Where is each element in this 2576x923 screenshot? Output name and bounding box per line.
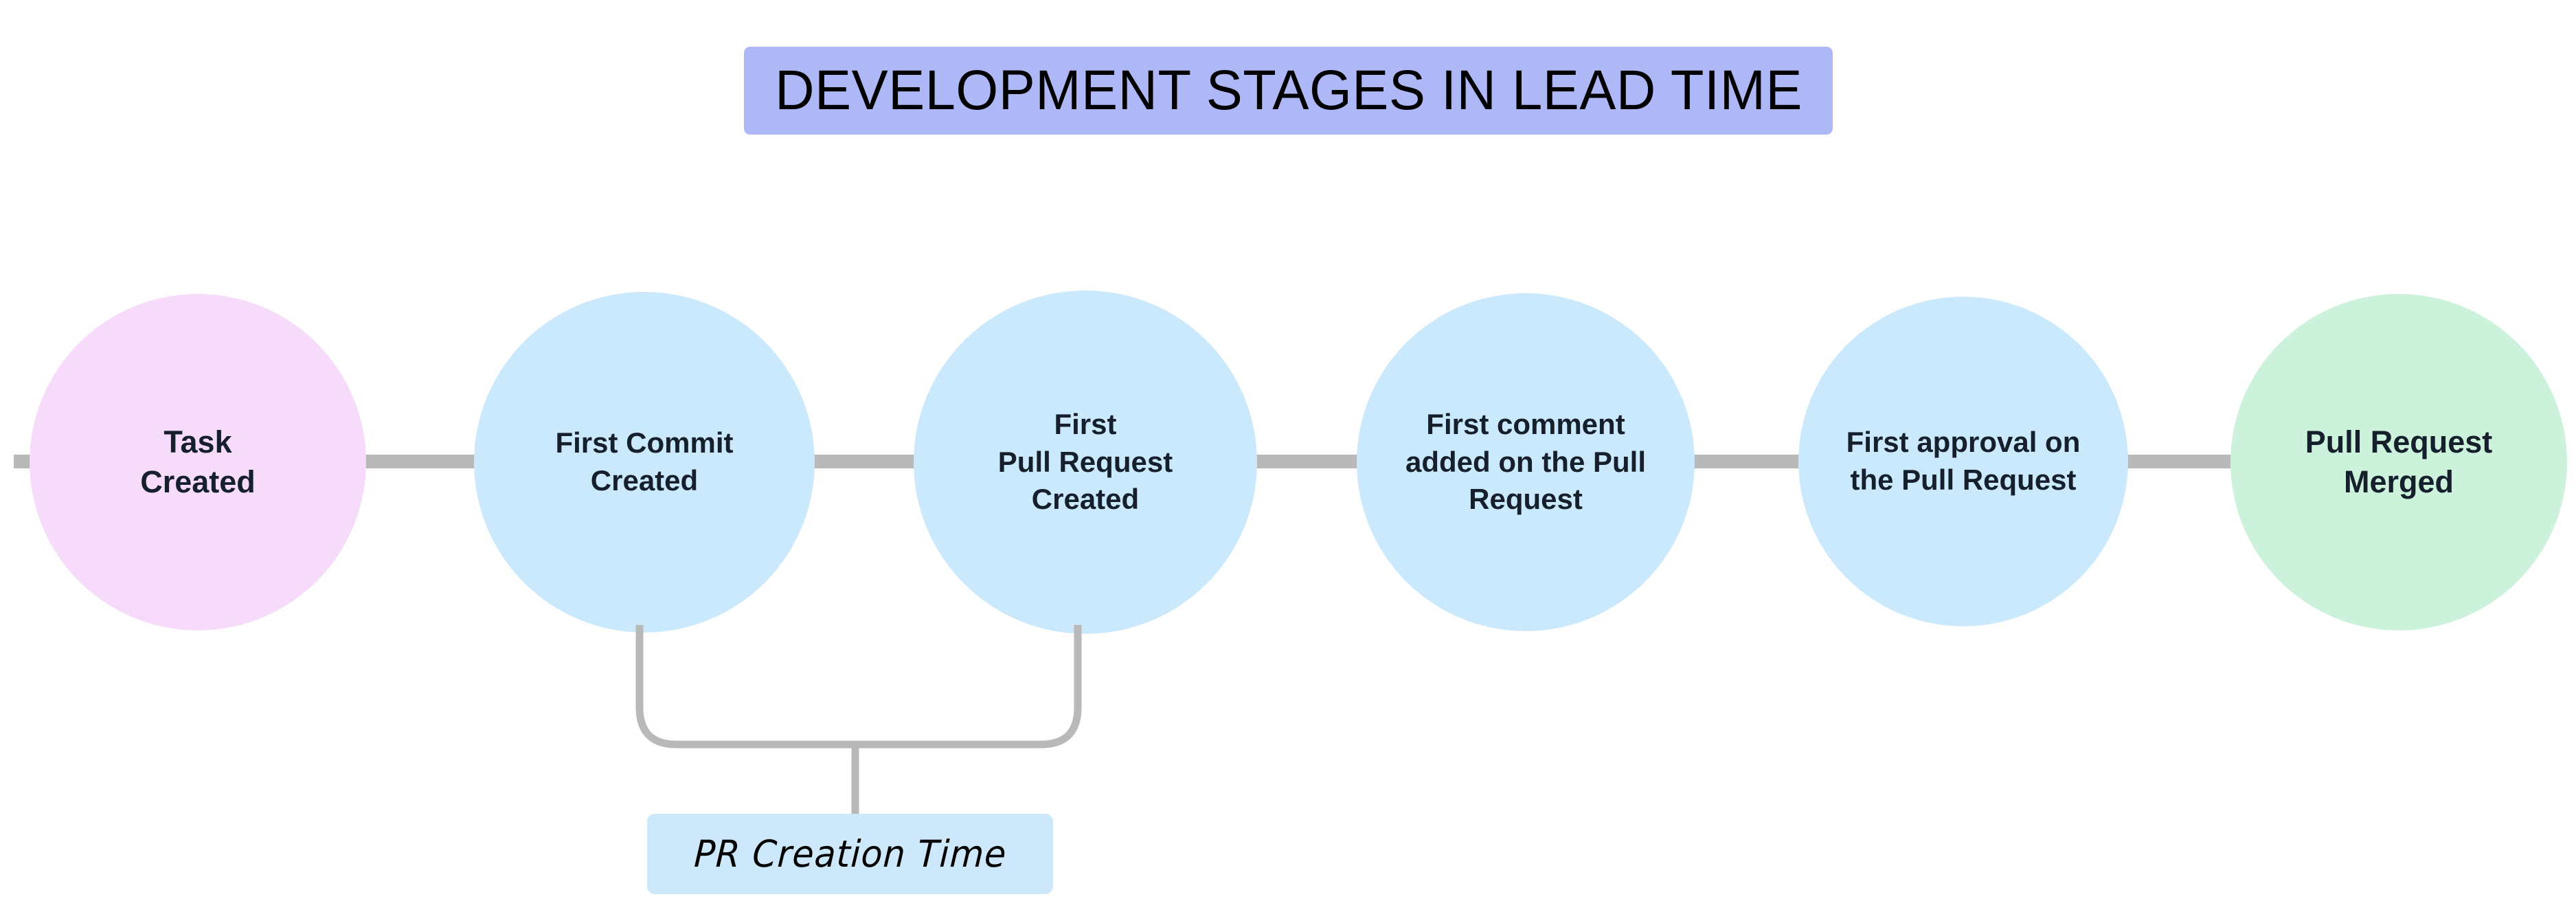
node-first-approval-on-pull-request[interactable]: First approval on the Pull Request: [1798, 297, 2128, 626]
page-title: DEVELOPMENT STAGES IN LEAD TIME: [774, 59, 1803, 122]
connector-first-commit-to-first-pr: [801, 455, 927, 468]
node-task-created[interactable]: Task Created: [30, 294, 366, 630]
edge-label-pr-creation-time: PR Creation Time: [647, 814, 1053, 894]
pr-creation-time-bracket: [591, 611, 1127, 838]
connector-first-comment-to-approval: [1681, 455, 1812, 468]
node-label-first-commit-created: First Commit Created: [555, 426, 734, 497]
node-first-comment-on-pull-request[interactable]: First comment added on the Pull Request: [1357, 293, 1695, 631]
node-label-pull-request-merged: Pull Request Merged: [2305, 424, 2493, 500]
node-label-task-created: Task Created: [140, 424, 256, 500]
connector-approval-to-merged: [2114, 455, 2244, 468]
node-pull-request-merged[interactable]: Pull Request Merged: [2230, 294, 2567, 630]
diagram-title-banner: DEVELOPMENT STAGES IN LEAD TIME: [744, 47, 1833, 135]
node-label-first-comment-on-pull-request: First comment added on the Pull Request: [1405, 408, 1646, 516]
connector-first-pr-to-first-comment: [1243, 455, 1370, 468]
bracket-path: [635, 625, 1082, 817]
node-first-pull-request-created[interactable]: First Pull Request Created: [914, 290, 1257, 634]
node-label-first-approval-on-pull-request: First approval on the Pull Request: [1846, 426, 2081, 496]
node-label-first-pull-request-created: First Pull Request Created: [997, 408, 1173, 516]
edge-label-text: PR Creation Time: [692, 832, 1008, 876]
node-first-commit-created[interactable]: First Commit Created: [474, 292, 815, 633]
